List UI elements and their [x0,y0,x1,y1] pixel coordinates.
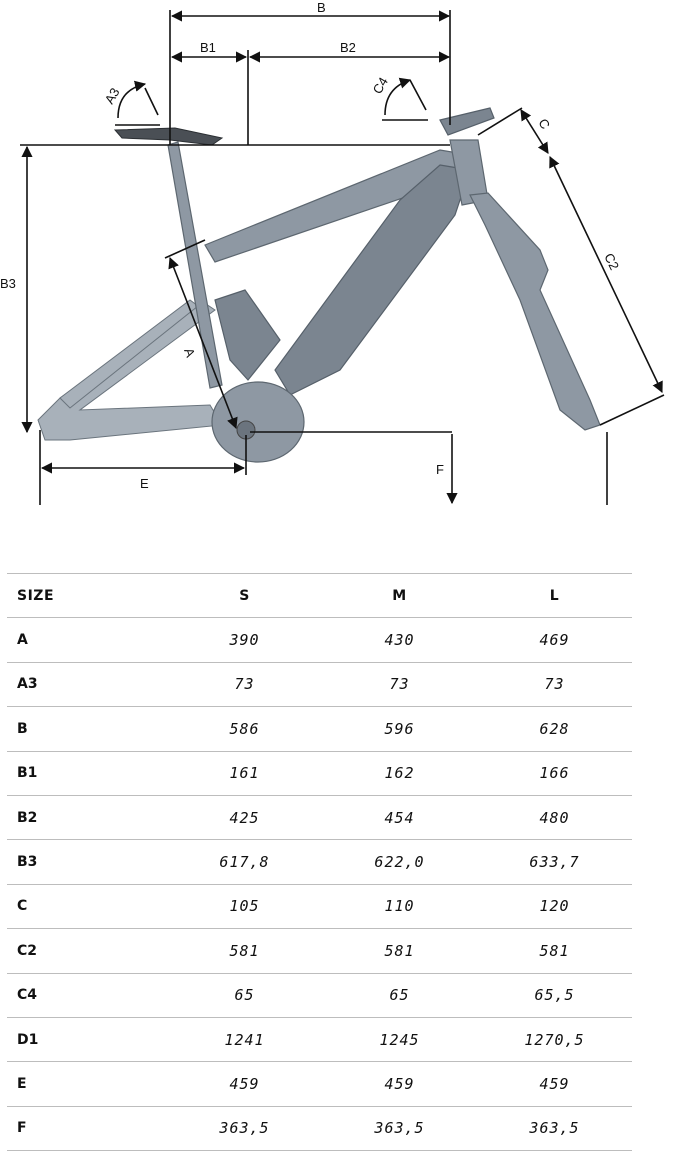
row-value: 1270,5 [477,1016,632,1062]
header-size-s: S [167,572,322,618]
row-value: 581 [322,928,477,974]
row-value: 65 [167,972,322,1018]
row-value: 110 [322,883,477,929]
header-size: SIZE [7,572,167,618]
row-value: 120 [477,883,632,929]
row-label: E [7,1061,167,1107]
row-value: 581 [477,928,632,974]
row-value: 73 [477,661,632,707]
row-label: B1 [7,750,167,796]
row-value: 162 [322,750,477,796]
label-B3: B3 [0,276,16,291]
row-value: 65 [322,972,477,1018]
row-label: C [7,883,167,929]
row-value: 586 [167,706,322,752]
row-value: 480 [477,794,632,840]
row-value: 65,5 [477,972,632,1018]
row-value: 469 [477,617,632,663]
label-B2: B2 [340,40,356,55]
row-label: C2 [7,928,167,974]
label-E: E [140,476,149,491]
row-value: 1241 [167,1016,322,1062]
row-value: 161 [167,750,322,796]
dimension-lines [20,10,665,505]
label-C: C [535,116,553,132]
row-value: 105 [167,883,322,929]
row-value: 633,7 [477,839,632,885]
row-label: A [7,617,167,663]
row-value: 425 [167,794,322,840]
row-value: 390 [167,617,322,663]
row-label: D1 [7,1016,167,1062]
row-value: 363,5 [477,1105,632,1152]
header-size-m: M [322,572,477,618]
label-B: B [317,0,326,15]
header-size-l: L [477,572,632,618]
row-value: 581 [167,928,322,974]
row-value: 73 [167,661,322,707]
frame-geometry-diagram: B B1 B2 A3 C4 C C2 B3 A E F [0,0,665,505]
label-C2: C2 [601,251,622,273]
label-A: A [181,346,198,360]
row-value: 363,5 [322,1105,477,1152]
label-F: F [436,462,444,477]
row-value: 628 [477,706,632,752]
row-value: 459 [322,1061,477,1107]
row-label: F [7,1105,167,1152]
row-value: 596 [322,706,477,752]
row-value: 166 [477,750,632,796]
row-label: C4 [7,972,167,1018]
row-value: 459 [167,1061,322,1107]
row-label: B2 [7,794,167,840]
row-value: 454 [322,794,477,840]
row-value: 363,5 [167,1105,322,1152]
table-header-row: SIZE S M L [7,572,632,618]
row-value: 459 [477,1061,632,1107]
row-value: 1245 [322,1016,477,1062]
label-B1: B1 [200,40,216,55]
label-C4: C4 [370,75,391,97]
label-A3: A3 [102,85,123,106]
row-value: 617,8 [167,839,322,885]
bike-frame-illustration [37,107,601,463]
row-label: A3 [7,661,167,707]
row-value: 430 [322,617,477,663]
row-label: B3 [7,839,167,885]
row-value: 622,0 [322,839,477,885]
row-label: B [7,706,167,752]
row-value: 73 [322,661,477,707]
